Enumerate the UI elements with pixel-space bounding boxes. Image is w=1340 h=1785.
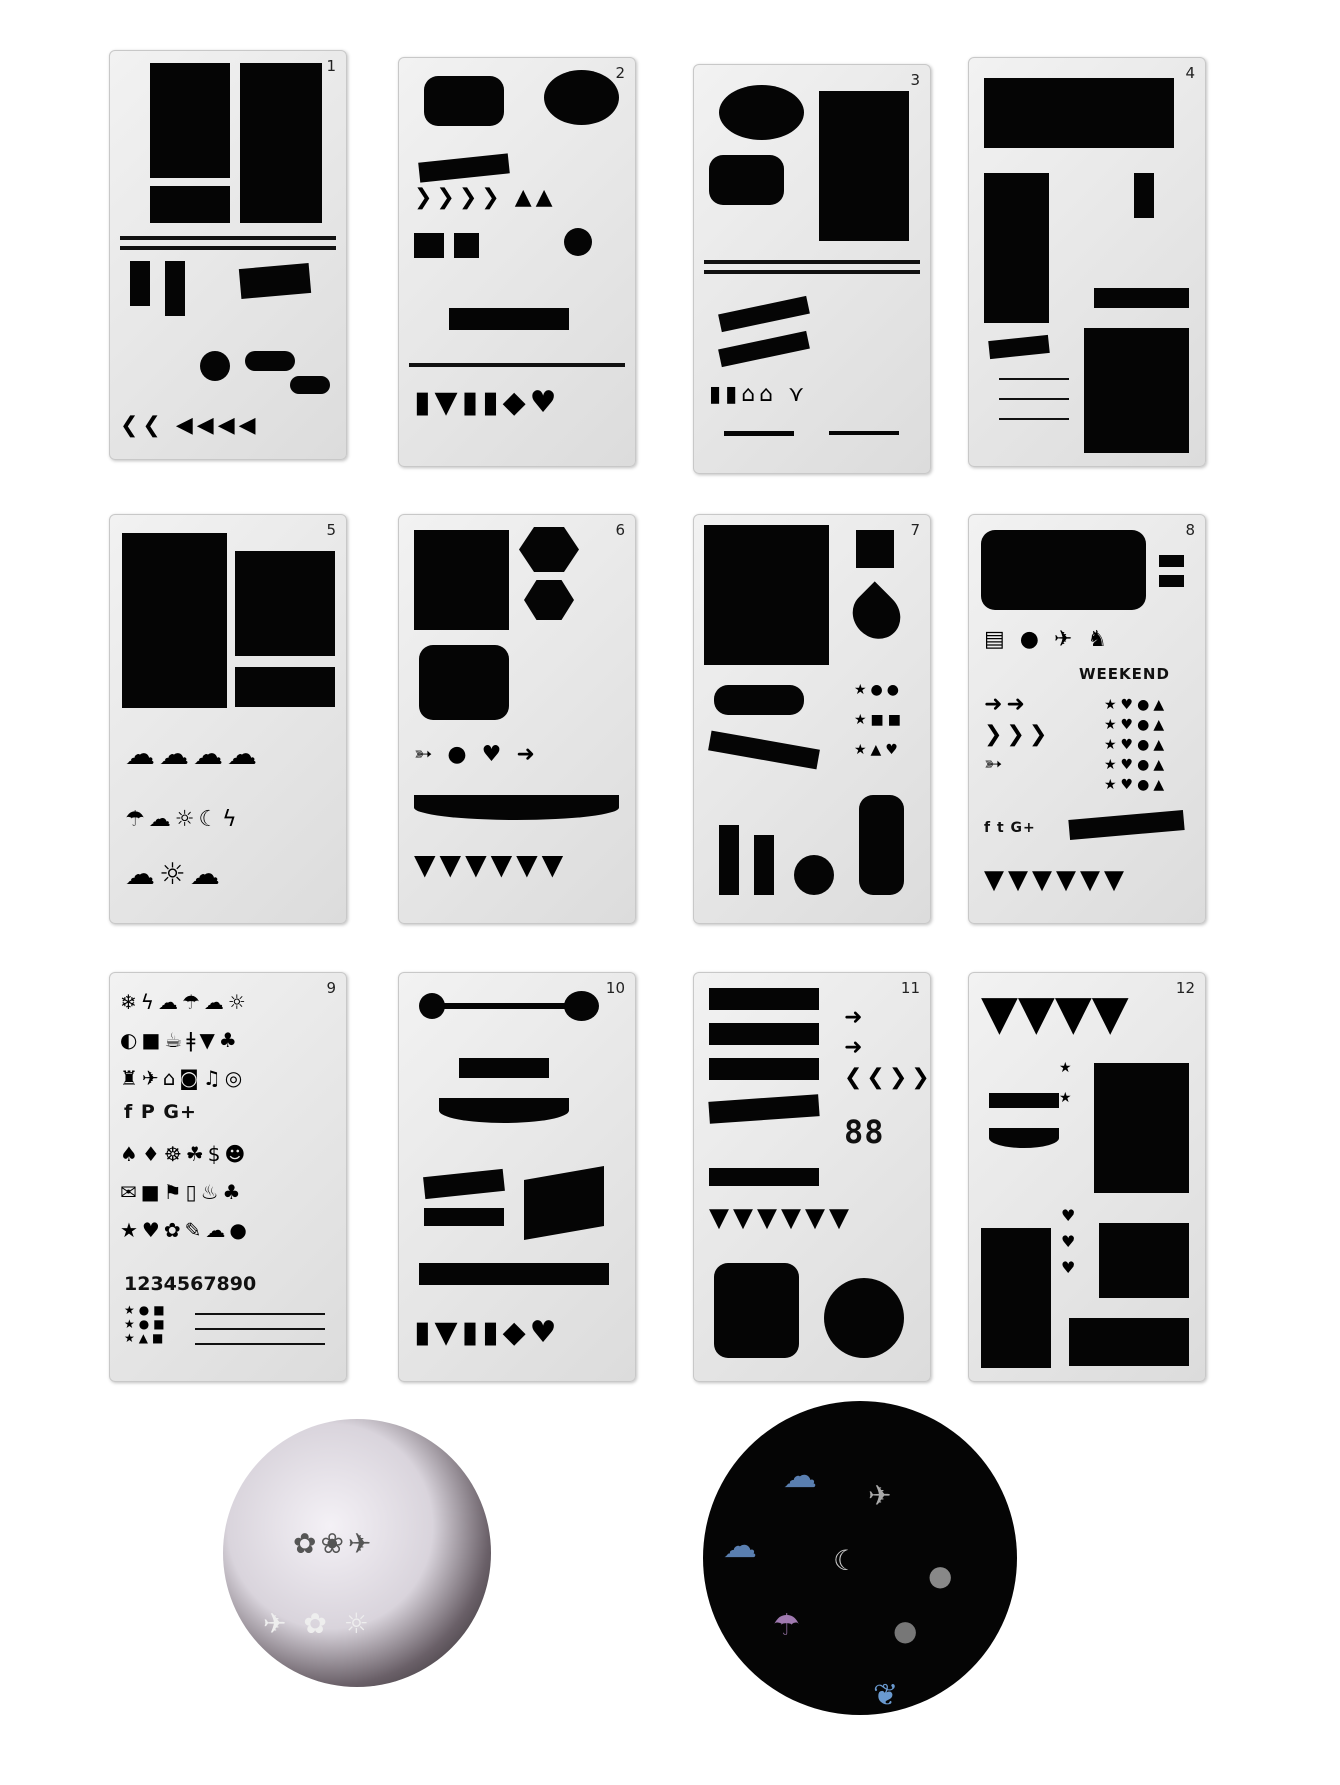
arrow-icons: ➜➜❯❯❯➳: [984, 692, 1052, 777]
umbrella-icon: ☂: [773, 1608, 804, 1643]
weekend-label: WEEKEND: [1079, 665, 1170, 683]
bird-icons: ✈ ✿ ☼: [263, 1607, 373, 1640]
stencil-number: 8: [1185, 521, 1195, 539]
social-icons: f t G+: [984, 820, 1036, 836]
bunting-icons: ▼▼▼▼▼▼: [984, 865, 1128, 895]
stencil-number: 3: [910, 71, 920, 89]
house-icons: ▮▮⌂⌂ ⋎: [709, 382, 809, 407]
stencil-number: 7: [910, 521, 920, 539]
stencil-number: 2: [615, 64, 625, 82]
stencil-10: 10 ▮▼▮▮◆♥: [398, 972, 636, 1382]
shape-grid-icons: ★♥●▲★♥●▲★♥●▲★♥●▲★♥●▲: [1104, 697, 1169, 793]
star-shape-icons: ★●●★■■★▲♥: [854, 682, 906, 758]
stencil-number: 6: [615, 521, 625, 539]
plane-icon: ✈: [868, 1479, 896, 1512]
stencil-number: 1: [326, 57, 336, 75]
stencil-number: 4: [1185, 64, 1195, 82]
banner-flag-icons: ▼▼▼▼: [981, 985, 1129, 1041]
heart-icons: ♥♥♥: [1061, 1206, 1080, 1277]
stencil-8: 8 ▤ ● ✈ ♞ WEEKEND ➜➜❯❯❯➳ ★♥●▲★♥●▲★♥●▲★♥●…: [968, 514, 1206, 924]
clipboard-icons: ▤ ● ✈ ♞: [984, 627, 1112, 652]
bunting-icons: ▼▼▼▼▼▼: [709, 1203, 853, 1233]
bubble-icon: ●: [928, 1559, 957, 1592]
stencil-6: 6 ➳ ● ♥ ➜ ▼▼▼▼▼▼: [398, 514, 636, 924]
cloud-icon: ☁: [723, 1526, 761, 1566]
arrow-icons: ➜➜❮❮❯❯: [844, 1005, 934, 1090]
stencil-9: 9 ❄ϟ☁☂☁☼◐■☕ǂ▼♣♜✈⌂◙♫◎ ♠♦☸☘$☻✉■⚑▯♨♣★♥✿✎☁● …: [109, 972, 347, 1382]
flag-icons: ▮▼▮▮◆♥: [414, 1315, 561, 1350]
arrow-heart-icons: ➳ ● ♥ ➜: [414, 742, 539, 767]
painted-stencil-shapes-photo: ☁ ✈ ☁ ☾ ● ☂ ● ❦: [703, 1401, 1017, 1715]
stencil-2: 2 ❯❯❯❯ ▲▲ ▮▼▮▮◆♥: [398, 57, 636, 467]
flower-icons: ✿❀✈: [293, 1527, 376, 1560]
cloud-icons: ☁☁☁☁: [125, 737, 261, 772]
moon-icon: ☾: [833, 1544, 863, 1577]
chevron-icons: ❯❯❯❯ ▲▲: [414, 185, 557, 210]
cloud-icon: ☁: [783, 1456, 821, 1496]
doodle-icons: ❄ϟ☁☂☁☼◐■☕ǂ▼♣♜✈⌂◙♫◎ ♠♦☸☘$☻✉■⚑▯♨♣★♥✿✎☁●: [120, 990, 251, 1242]
sun-cloud-icons: ☁☼☁: [125, 857, 224, 892]
stencil-number: 5: [326, 521, 336, 539]
digital-digits: 88: [844, 1113, 885, 1151]
number-stencil: 1234567890: [124, 1273, 257, 1295]
stencil-number: 12: [1175, 979, 1195, 997]
stencil-4: 4: [968, 57, 1206, 467]
bubble-icon: ●: [893, 1614, 922, 1647]
stencil-number: 10: [605, 979, 625, 997]
stencil-1: 1 ❮❮ ◀◀◀◀: [109, 50, 347, 460]
stencil-7: 7 ★●●★■■★▲♥: [693, 514, 931, 924]
stencil-11: 11 ➜➜❮❮❯❯ 88 ▼▼▼▼▼▼: [693, 972, 931, 1382]
stencil-number: 9: [326, 979, 336, 997]
stencil-12: 12 ▼▼▼▼ ★★ ♥♥♥: [968, 972, 1206, 1382]
stencil-number: 11: [900, 979, 920, 997]
weather-icons: ☂☁☼☾ϟ: [125, 807, 241, 832]
social-icons: f P G+: [124, 1101, 197, 1123]
bullet-icons: ★●■★●■★▲■: [124, 1303, 169, 1345]
leaf-icon: ❦: [873, 1678, 903, 1713]
flag-icons: ▮▼▮▮◆♥: [414, 385, 561, 420]
star-icons: ★★: [1059, 1060, 1076, 1106]
stencil-5: 5 ☁☁☁☁ ☂☁☼☾ϟ ☁☼☁: [109, 514, 347, 924]
stencil-3: 3 ▮▮⌂⌂ ⋎: [693, 64, 931, 474]
arrow-icons: ❮❮ ◀◀◀◀: [120, 413, 260, 438]
stencil-in-hand-photo: ✿❀✈ ✈ ✿ ☼: [223, 1419, 491, 1687]
bunting-icons: ▼▼▼▼▼▼: [414, 848, 568, 881]
